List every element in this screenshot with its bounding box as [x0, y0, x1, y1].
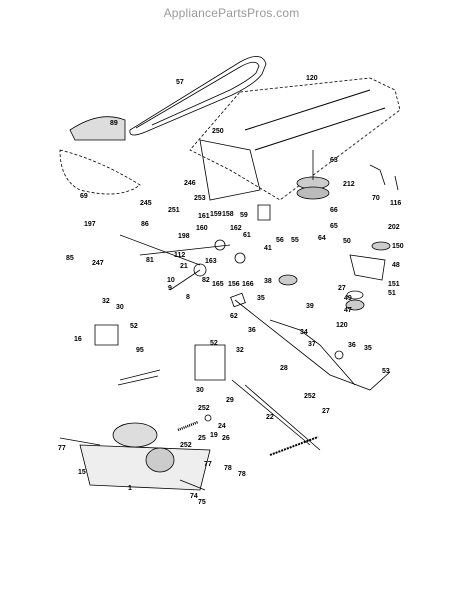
part-callout-c50: 50 — [343, 238, 351, 245]
part-callout-c166: 166 — [242, 281, 254, 288]
drive-belt — [129, 56, 267, 136]
part-callout-c27a: 27 — [338, 285, 346, 292]
part-callout-c34: 34 — [300, 329, 308, 336]
part-callout-c61: 61 — [243, 232, 251, 239]
part-callout-c252c: 252 — [180, 442, 192, 449]
part-callout-c10: 10 — [167, 277, 175, 284]
part-callout-c30b: 30 — [196, 387, 204, 394]
part-callout-c37: 37 — [308, 341, 316, 348]
part-callout-c35b: 35 — [364, 345, 372, 352]
part-callout-c32b: 32 — [236, 347, 244, 354]
part-callout-c85: 85 — [66, 255, 74, 262]
part-callout-c202: 202 — [388, 224, 400, 231]
part-callout-c156: 156 — [228, 281, 240, 288]
part-callout-c162: 162 — [230, 225, 242, 232]
part-callout-c24: 24 — [218, 423, 226, 430]
part-callout-c165: 165 — [212, 281, 224, 288]
part-callout-c22: 22 — [266, 414, 274, 421]
part-callout-c163: 163 — [205, 258, 217, 265]
part-callout-c15: 15 — [78, 469, 86, 476]
part-callout-c56: 56 — [276, 237, 284, 244]
part-callout-c35a: 35 — [257, 295, 265, 302]
part-callout-c77b: 77 — [204, 461, 212, 468]
part-callout-c245: 245 — [140, 200, 152, 207]
part-callout-c77a: 77 — [58, 445, 66, 452]
part-callout-c53: 53 — [382, 368, 390, 375]
part-callout-c32a: 32 — [102, 298, 110, 305]
part-callout-c27b: 27 — [322, 408, 330, 415]
part-callout-c57: 57 — [176, 79, 184, 86]
bracket-mid — [194, 344, 226, 381]
part-callout-c159: 159 — [210, 211, 222, 218]
bracket-left — [94, 324, 119, 346]
part-callout-c247: 247 — [92, 260, 104, 267]
part-callout-c38: 38 — [264, 278, 272, 285]
part-callout-c112: 112 — [174, 252, 185, 259]
part-callout-c21: 21 — [180, 263, 188, 270]
part-callout-c48: 48 — [392, 262, 400, 269]
part-callout-c251: 251 — [168, 207, 180, 214]
transaxle — [79, 444, 211, 491]
part-callout-c66: 66 — [330, 207, 338, 214]
site-watermark: AppliancePartsPros.com — [163, 6, 300, 20]
part-callout-c29: 29 — [226, 397, 234, 404]
part-callout-c197: 197 — [84, 221, 96, 228]
part-callout-c70: 70 — [372, 195, 380, 202]
part-callout-c158: 158 — [222, 211, 234, 218]
part-callout-c51: 51 — [388, 290, 396, 297]
part-callout-c150: 150 — [392, 243, 404, 250]
part-callout-c1: 1 — [128, 485, 132, 492]
part-callout-c198: 198 — [178, 233, 190, 240]
part-callout-c39: 39 — [306, 303, 314, 310]
shield — [69, 116, 126, 141]
part-callout-c65: 65 — [330, 223, 338, 230]
part-callout-c78b: 78 — [238, 471, 246, 478]
part-callout-c69: 69 — [80, 193, 88, 200]
part-callout-c246: 246 — [184, 180, 196, 187]
part-callout-c62: 62 — [230, 313, 238, 320]
part-callout-c86: 86 — [141, 221, 149, 228]
part-callout-c120a: 120 — [306, 75, 318, 82]
part-callout-c253: 253 — [194, 195, 206, 202]
part-callout-c52a: 52 — [130, 323, 138, 330]
part-callout-c212: 212 — [343, 181, 355, 188]
part-callout-c252a: 252 — [304, 393, 316, 400]
part-callout-c74: 74 — [190, 493, 198, 500]
part-callout-c19: 19 — [210, 432, 218, 439]
part-callout-c25: 25 — [198, 435, 206, 442]
spring — [269, 436, 319, 456]
part-callout-c64: 64 — [318, 235, 326, 242]
part-callout-c47: 47 — [344, 307, 352, 314]
part-callout-c120b: 120 — [336, 322, 348, 329]
part-callout-c28: 28 — [280, 365, 288, 372]
part-callout-c49: 49 — [344, 295, 352, 302]
part-callout-c55: 55 — [291, 237, 299, 244]
part-callout-c151: 151 — [388, 281, 400, 288]
part-callout-c82: 82 — [202, 277, 210, 284]
part-callout-c16: 16 — [74, 336, 82, 343]
part-callout-c9: 9 — [168, 285, 172, 292]
part-callout-c59: 59 — [240, 212, 248, 219]
part-callout-c95: 95 — [136, 347, 144, 354]
chassis-frame — [189, 77, 401, 201]
part-callout-c89: 89 — [110, 120, 118, 127]
part-callout-c36b: 36 — [348, 342, 356, 349]
part-callout-c36a: 36 — [248, 327, 256, 334]
part-callout-c30a: 30 — [116, 304, 124, 311]
part-callout-c78a: 78 — [224, 465, 232, 472]
part-callout-c75: 75 — [198, 499, 206, 506]
part-callout-c252b: 252 — [198, 405, 210, 412]
part-callout-c26: 26 — [222, 435, 230, 442]
part-callout-c8: 8 — [186, 294, 190, 301]
part-callout-c81: 81 — [146, 257, 154, 264]
part-callout-c41: 41 — [264, 245, 272, 252]
part-callout-c250: 250 — [212, 128, 224, 135]
part-callout-c160: 160 — [196, 225, 208, 232]
part-callout-c52b: 52 — [210, 340, 218, 347]
part-callout-c63: 63 — [330, 157, 338, 164]
part-callout-c116: 116 — [390, 200, 401, 207]
part-callout-c161: 161 — [198, 213, 210, 220]
